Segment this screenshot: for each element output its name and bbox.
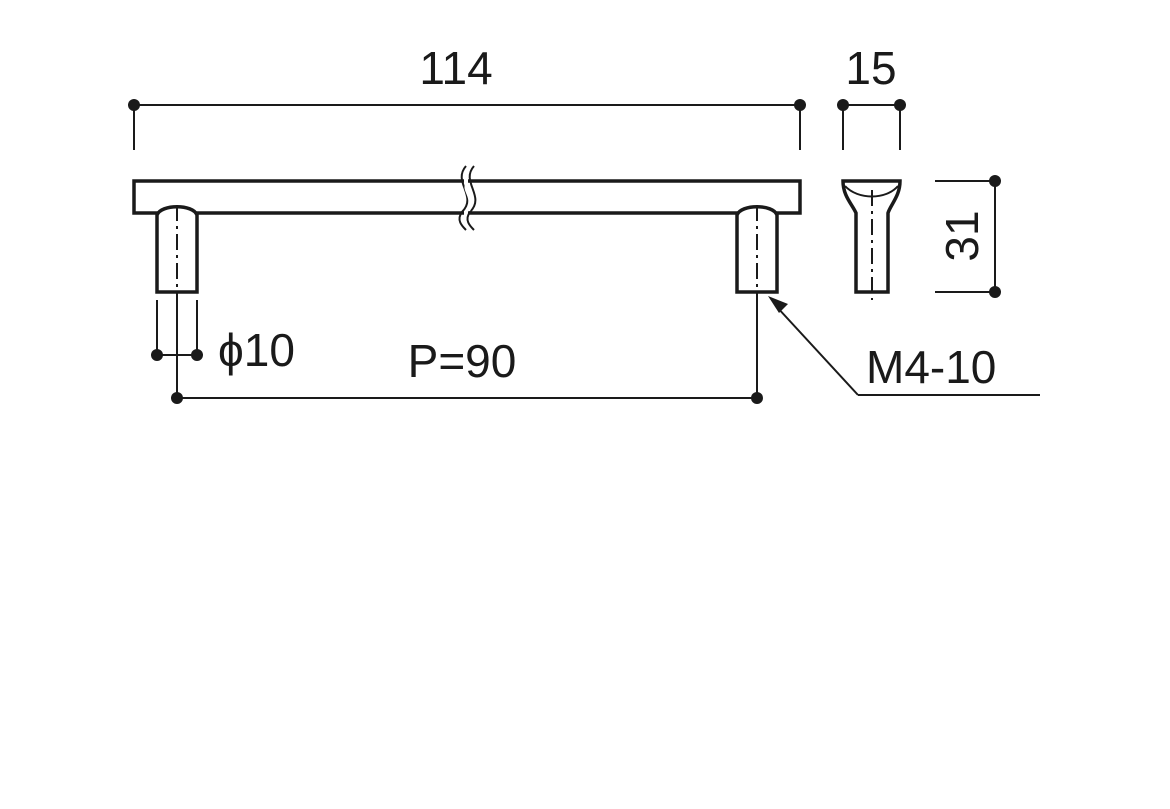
bar-break-mark	[458, 165, 469, 231]
handle-bar-right	[468, 179, 802, 215]
handle-bar-left	[132, 179, 464, 215]
overall-length-label: 114	[419, 42, 492, 94]
height-dimension: 31	[935, 175, 1001, 298]
height-label: 31	[936, 210, 988, 261]
handle-front-view	[132, 165, 802, 300]
post-diameter-label: ϕ10	[218, 324, 295, 376]
thread-callout: M4-10	[768, 296, 1040, 396]
side-view-profile	[841, 179, 902, 294]
pitch-label: P=90	[408, 335, 517, 387]
post-diameter-dimension: ϕ10	[151, 300, 295, 376]
depth-dimension: 15	[837, 42, 906, 150]
pitch-dimension: P=90	[171, 300, 763, 404]
handle-side-view	[841, 179, 902, 300]
bar-break-mark-2	[466, 165, 477, 231]
thread-label: M4-10	[866, 341, 996, 393]
depth-label: 15	[845, 42, 896, 94]
overall-length-dimension: 114	[128, 42, 806, 150]
